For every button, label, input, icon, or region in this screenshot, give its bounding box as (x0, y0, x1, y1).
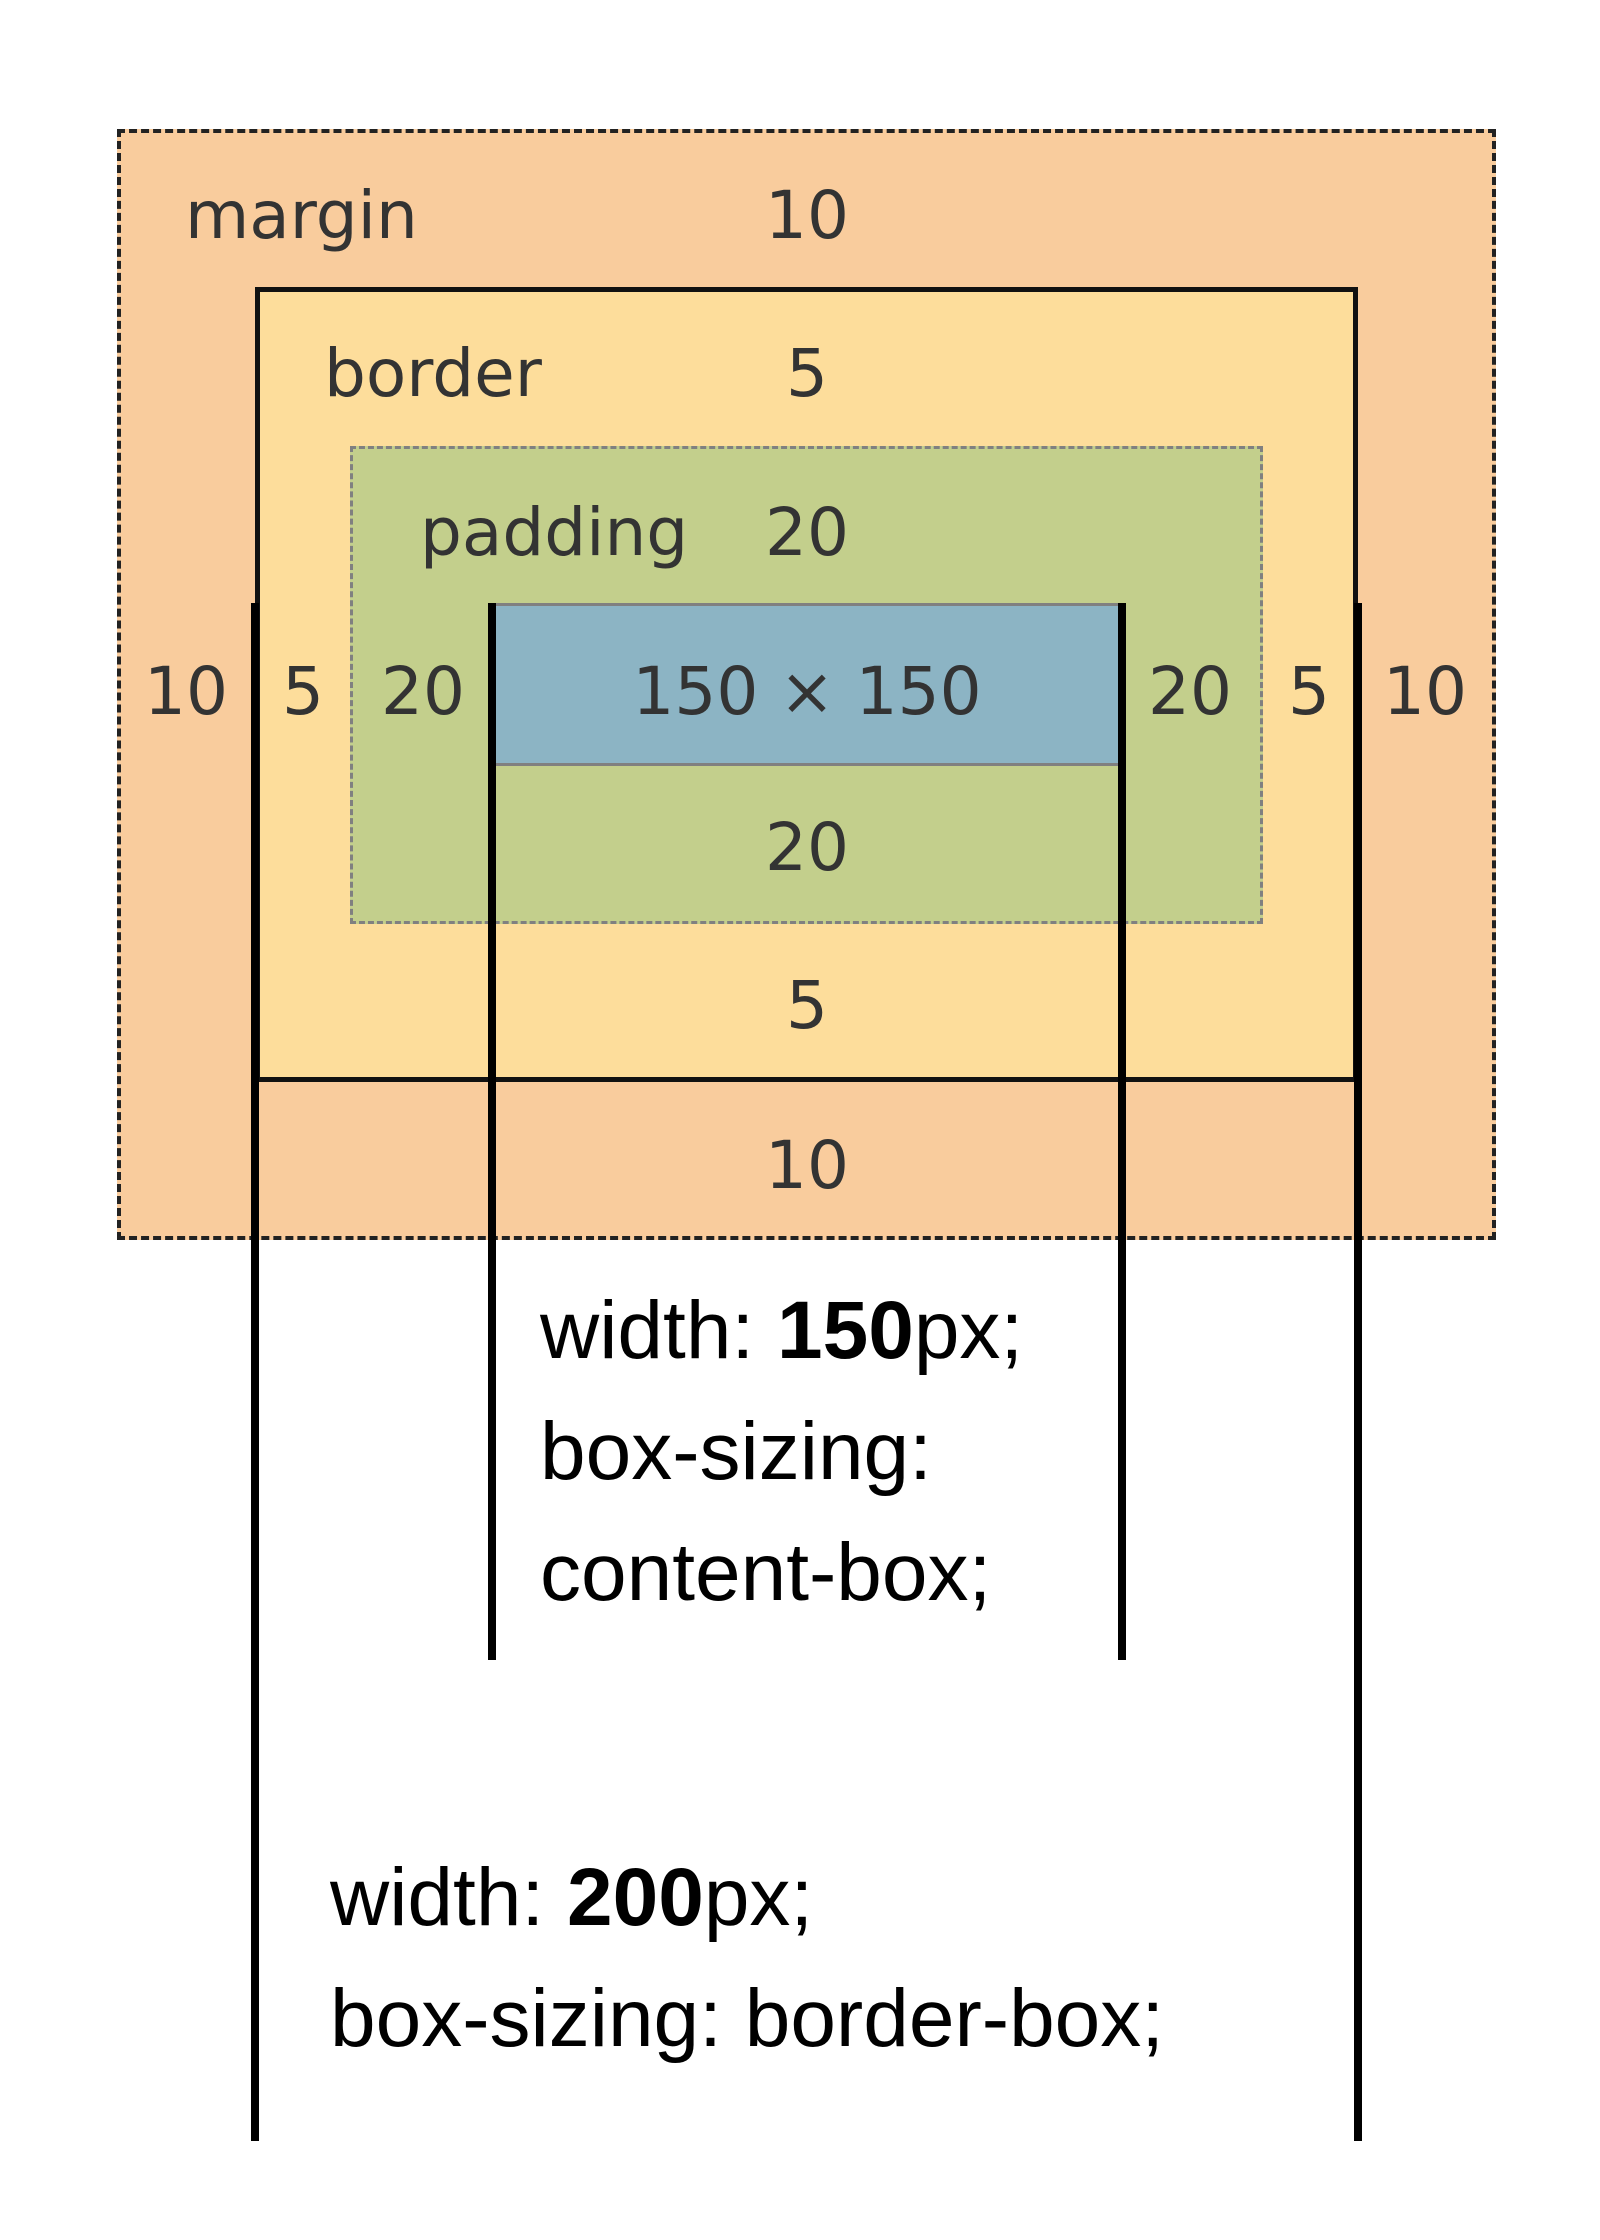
content-box-sizing-line1: box-sizing: (540, 1406, 932, 1497)
border-top-value: 5 (786, 335, 828, 412)
border-left-value: 5 (282, 653, 324, 730)
border-box-width-line: width: 200px; (330, 1852, 814, 1943)
content-size-label: 150 × 150 (632, 653, 982, 730)
padding-top-value: 20 (765, 494, 849, 571)
margin-bottom-value: 10 (765, 1127, 849, 1204)
padding-right-value: 20 (1148, 653, 1232, 730)
content-box-sizing-line2: content-box; (540, 1527, 992, 1618)
margin-right-value: 10 (1383, 653, 1467, 730)
border-box-guide-left (251, 603, 259, 2141)
border-right-value: 5 (1288, 653, 1330, 730)
padding-label: padding (420, 494, 689, 571)
content-box-guide-right (1118, 603, 1126, 1660)
content-box-width-line: width: 150px; (540, 1285, 1024, 1376)
margin-left-value: 10 (144, 653, 228, 730)
padding-bottom-value: 20 (765, 809, 849, 886)
border-box-width-value: 200 (567, 1852, 704, 1943)
margin-label: margin (185, 177, 418, 254)
border-label: border (324, 335, 542, 412)
content-area (492, 603, 1122, 766)
margin-top-value: 10 (765, 177, 849, 254)
border-box-sizing-line: box-sizing: border-box; (330, 1973, 1165, 2064)
border-box-annotation: width: 200px; box-sizing: border-box; (330, 1837, 1164, 2079)
content-box-annotation: width: 150px; box-sizing: content-box; (540, 1270, 1023, 1633)
border-box-guide-right (1354, 603, 1362, 2141)
content-box-guide-left (488, 603, 496, 1660)
border-bottom-value: 5 (786, 967, 828, 1044)
padding-left-value: 20 (381, 653, 465, 730)
content-box-width-value: 150 (777, 1285, 914, 1376)
